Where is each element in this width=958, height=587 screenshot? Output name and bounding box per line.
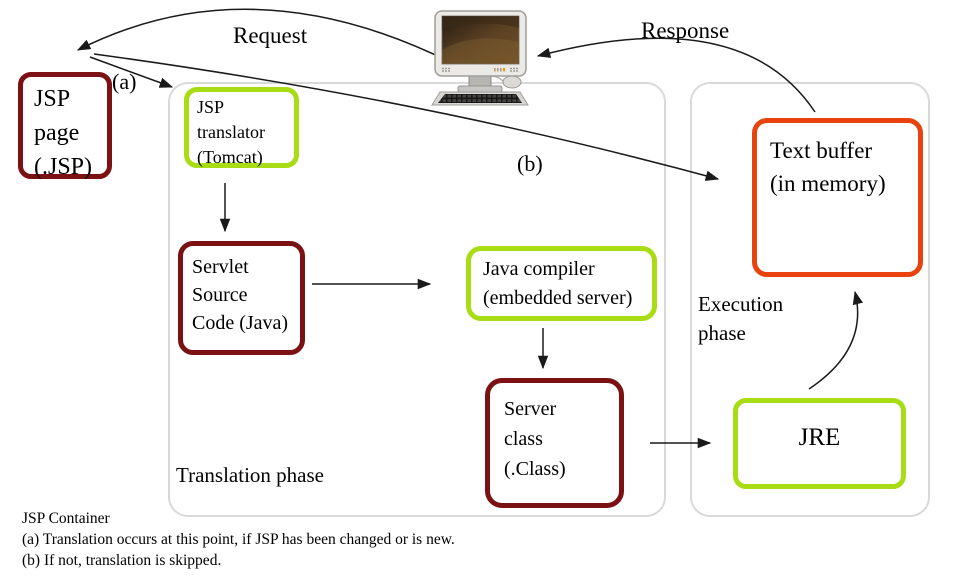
box-label-line: (embedded server) [483, 287, 633, 309]
text-buffer-box: Text buffer (in memory) [752, 118, 923, 277]
box-label-line: page [34, 120, 80, 146]
translation-phase-container [168, 82, 666, 517]
bezel-indicator-lights [494, 68, 505, 72]
footnote-a: (a) Translation occurs at this point, if… [22, 531, 455, 548]
box-label-line: class [504, 428, 543, 450]
jre-box: JRE [733, 398, 906, 489]
box-label-line: Source [192, 284, 248, 306]
screen-swirl-2 [442, 16, 519, 30]
response-label: Response [641, 18, 730, 43]
footnotes: JSP Container (a) Translation occurs at … [22, 508, 455, 571]
servlet-source-code-box: Servlet Source Code (Java) [178, 241, 305, 355]
jre-to-textbuffer-arrow [808, 290, 864, 390]
box-label-line: (.JSP) [34, 154, 93, 180]
arrow-b [93, 53, 720, 181]
mouse-icon [502, 75, 522, 89]
footnote-b: (b) If not, translation is skipped. [22, 552, 222, 569]
execution-phase-label: Execution phase [698, 292, 784, 345]
box-label-line: Text buffer [770, 138, 873, 163]
box-label-line: Java compiler [483, 258, 595, 280]
box-label-line: JRE [798, 424, 841, 451]
request-label: Request [233, 23, 308, 48]
computer-icon [431, 10, 529, 106]
box-label-line: translator [197, 122, 265, 142]
box-label-line: Servlet [192, 256, 249, 278]
box-label-line: (Tomcat) [197, 147, 263, 167]
request-arrow [76, 8, 451, 63]
bezel-speaker-dots [442, 67, 518, 72]
marker-a-label: (a) [112, 69, 137, 94]
footnote-title: JSP Container [22, 510, 110, 527]
box-label-line: (in memory) [770, 171, 886, 196]
marker-b-label: (b) [517, 151, 543, 176]
screen-swirl [442, 38, 519, 64]
response-arrow [536, 37, 816, 113]
execution-phase-container [690, 82, 930, 517]
monitor-base [457, 85, 503, 93]
box-label-line: (.Class) [504, 458, 566, 480]
keyboard-key-pattern [438, 94, 522, 103]
arrow-a [89, 56, 174, 88]
translation-phase-label: Translation phase [176, 463, 324, 487]
java-compiler-box: Java compiler (embedded server) [466, 246, 657, 321]
box-label-line: JSP [197, 97, 225, 117]
server-class-box: Server class (.Class) [485, 378, 624, 508]
box-label-line: Code (Java) [192, 312, 289, 334]
box-label-line: JSP [34, 86, 71, 112]
jsp-page-box: JSP page (.JSP) [18, 72, 112, 180]
jsp-translator-box: JSP translator (Tomcat) [184, 87, 299, 168]
box-label-line: Server [504, 398, 557, 420]
